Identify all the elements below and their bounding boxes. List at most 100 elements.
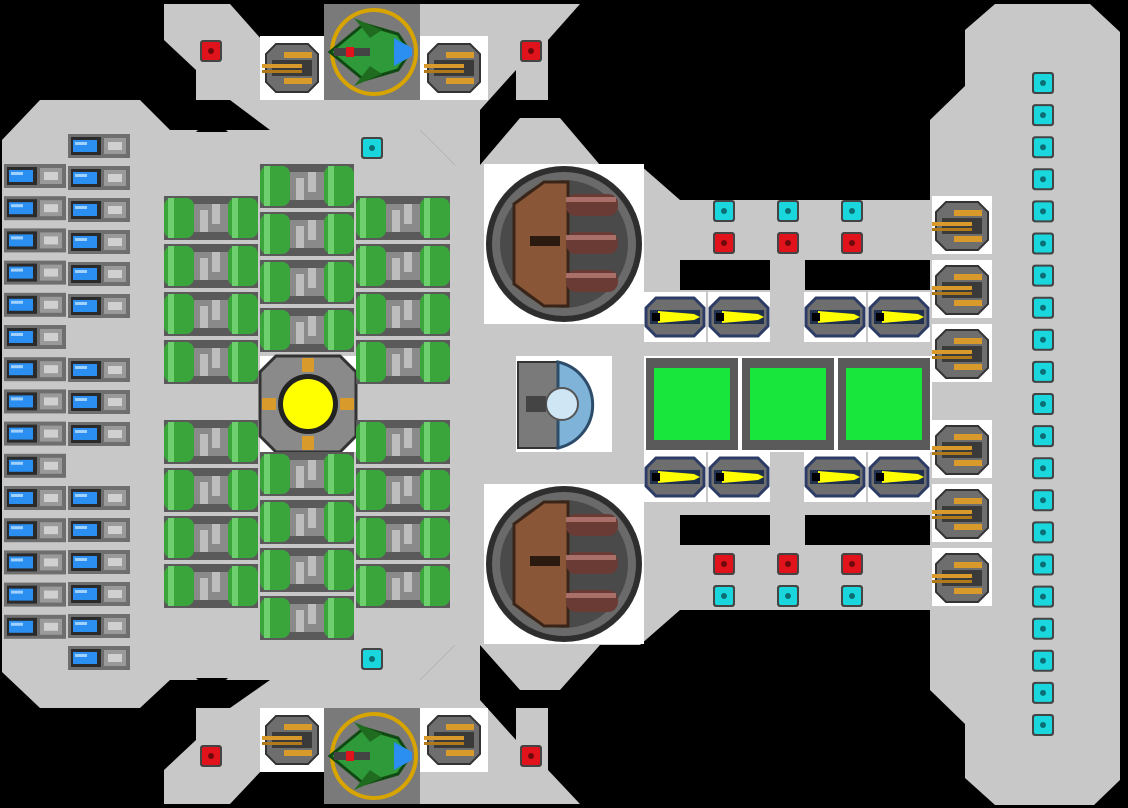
red-node[interactable] bbox=[841, 232, 863, 254]
cyan-node[interactable] bbox=[361, 648, 383, 670]
cyan-node[interactable] bbox=[1032, 617, 1054, 640]
missile-launcher[interactable] bbox=[642, 450, 708, 504]
cyan-node[interactable] bbox=[1032, 393, 1054, 415]
cyan-node[interactable] bbox=[1032, 425, 1054, 448]
battery-cell[interactable] bbox=[68, 518, 130, 542]
shield-generator[interactable] bbox=[516, 356, 612, 452]
red-node[interactable] bbox=[200, 40, 222, 62]
fuel-tank[interactable] bbox=[164, 516, 258, 560]
battery-cell[interactable] bbox=[4, 196, 66, 221]
gun-turret[interactable] bbox=[931, 547, 993, 607]
cyan-node[interactable] bbox=[1032, 200, 1054, 223]
fuel-tank[interactable] bbox=[164, 196, 258, 240]
fuel-tank[interactable] bbox=[164, 340, 258, 384]
cyan-node[interactable] bbox=[1032, 72, 1054, 94]
battery-cell[interactable] bbox=[4, 357, 66, 382]
missile-launcher[interactable] bbox=[706, 290, 772, 344]
fuel-tank[interactable] bbox=[356, 420, 450, 464]
fuel-tank[interactable] bbox=[356, 340, 450, 384]
battery-cell[interactable] bbox=[4, 453, 66, 478]
fuel-tank[interactable] bbox=[164, 244, 258, 288]
cyan-node[interactable] bbox=[1032, 232, 1054, 255]
battery-cell[interactable] bbox=[4, 486, 66, 510]
battery-cell[interactable] bbox=[4, 292, 66, 317]
missile-launcher[interactable] bbox=[706, 450, 772, 504]
battery-cell[interactable] bbox=[4, 260, 66, 285]
fuel-tank[interactable] bbox=[356, 516, 450, 560]
battery-cell[interactable] bbox=[4, 421, 66, 446]
battery-cell[interactable] bbox=[68, 390, 130, 414]
red-node[interactable] bbox=[713, 553, 735, 575]
fighter-bay-bottom[interactable] bbox=[260, 706, 488, 806]
fuel-tank[interactable] bbox=[356, 196, 450, 240]
green-cargo-panel[interactable] bbox=[654, 368, 730, 440]
battery-cell[interactable] bbox=[68, 262, 130, 286]
fuel-tank[interactable] bbox=[164, 468, 258, 512]
battery-cell[interactable] bbox=[68, 486, 130, 510]
battery-cell[interactable] bbox=[68, 550, 130, 574]
battery-cell[interactable] bbox=[68, 134, 130, 158]
cyan-node[interactable] bbox=[713, 200, 735, 222]
cyan-node[interactable] bbox=[777, 200, 799, 222]
fuel-tank[interactable] bbox=[164, 420, 258, 464]
cyan-node[interactable] bbox=[1032, 328, 1054, 351]
red-node[interactable] bbox=[200, 745, 222, 767]
battery-cell[interactable] bbox=[68, 198, 130, 222]
red-node[interactable] bbox=[777, 232, 799, 254]
red-node[interactable] bbox=[841, 553, 863, 575]
gun-turret[interactable] bbox=[931, 195, 993, 255]
red-node[interactable] bbox=[520, 40, 542, 62]
fuel-tank[interactable] bbox=[260, 548, 354, 592]
fuel-tank[interactable] bbox=[356, 292, 450, 336]
cyan-node[interactable] bbox=[841, 585, 863, 607]
fuel-tank[interactable] bbox=[260, 260, 354, 304]
fuel-tank[interactable] bbox=[260, 164, 354, 208]
cyan-node[interactable] bbox=[1032, 104, 1054, 127]
battery-cell[interactable] bbox=[68, 294, 130, 318]
battery-cell[interactable] bbox=[68, 646, 130, 670]
cyan-node[interactable] bbox=[713, 585, 735, 607]
missile-launcher[interactable] bbox=[642, 290, 708, 344]
green-cargo-panel[interactable] bbox=[846, 368, 922, 440]
battery-cell[interactable] bbox=[68, 230, 130, 254]
missile-launcher[interactable] bbox=[866, 450, 932, 504]
cyan-node[interactable] bbox=[1032, 360, 1054, 383]
battery-cell[interactable] bbox=[4, 550, 66, 575]
battery-cell[interactable] bbox=[68, 422, 130, 446]
cyan-node[interactable] bbox=[777, 585, 799, 607]
fuel-tank[interactable] bbox=[356, 244, 450, 288]
battery-cell[interactable] bbox=[68, 358, 130, 382]
fuel-tank[interactable] bbox=[260, 500, 354, 544]
battery-cell[interactable] bbox=[68, 166, 130, 190]
cyan-node[interactable] bbox=[1032, 136, 1054, 159]
fuel-tank[interactable] bbox=[260, 308, 354, 352]
gun-turret[interactable] bbox=[931, 483, 993, 543]
cyan-node[interactable] bbox=[1032, 553, 1054, 576]
battery-cell[interactable] bbox=[68, 614, 130, 638]
missile-launcher[interactable] bbox=[802, 290, 868, 344]
gun-turret[interactable] bbox=[931, 323, 993, 383]
gun-turret[interactable] bbox=[931, 259, 993, 319]
reactor-core[interactable] bbox=[258, 354, 358, 454]
red-node[interactable] bbox=[777, 553, 799, 575]
missile-launcher[interactable] bbox=[802, 450, 868, 504]
cyan-node[interactable] bbox=[361, 137, 383, 159]
red-node[interactable] bbox=[713, 232, 735, 254]
cyan-node[interactable] bbox=[1032, 264, 1054, 287]
cyan-node[interactable] bbox=[1032, 296, 1054, 319]
cyan-node[interactable] bbox=[1032, 585, 1054, 608]
fuel-tank[interactable] bbox=[164, 564, 258, 608]
cyan-node[interactable] bbox=[1032, 168, 1054, 191]
fuel-tank[interactable] bbox=[356, 468, 450, 512]
fuel-tank[interactable] bbox=[260, 452, 354, 496]
battery-cell[interactable] bbox=[68, 582, 130, 606]
red-node[interactable] bbox=[520, 745, 542, 767]
cyan-node[interactable] bbox=[1032, 714, 1054, 736]
missile-launcher[interactable] bbox=[866, 290, 932, 344]
cyan-node[interactable] bbox=[1032, 489, 1054, 512]
fuel-tank[interactable] bbox=[260, 212, 354, 256]
cyan-node[interactable] bbox=[1032, 457, 1054, 480]
battery-cell[interactable] bbox=[4, 389, 66, 414]
battery-cell[interactable] bbox=[4, 164, 66, 188]
battery-cell[interactable] bbox=[4, 228, 66, 253]
